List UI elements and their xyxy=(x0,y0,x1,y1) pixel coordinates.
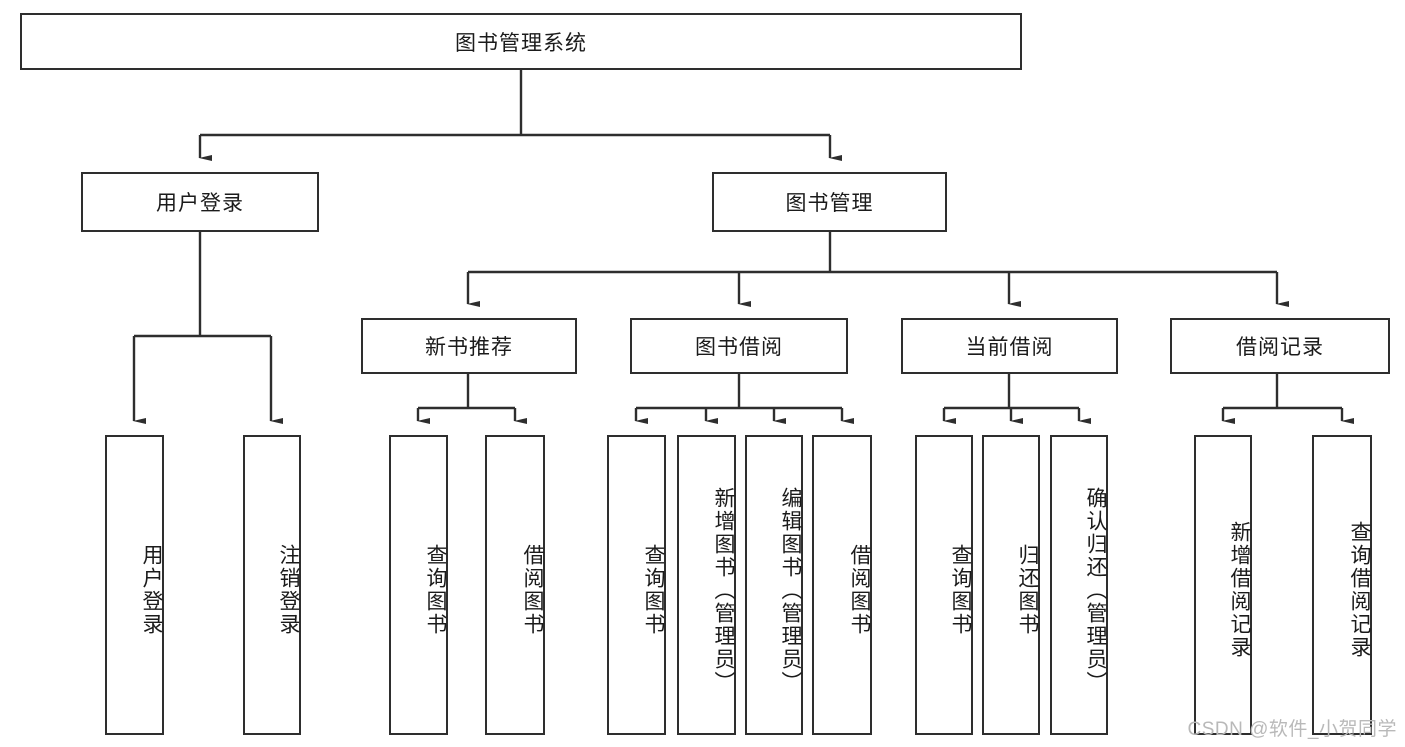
node-leaf-user-login[interactable]: 用户登录 xyxy=(105,435,164,735)
node-leaf-add-book-admin-label: 新增图书（管理员） xyxy=(712,486,735,694)
node-book-borrow[interactable]: 图书借阅 xyxy=(630,318,848,374)
node-leaf-return-book-label: 归还图书 xyxy=(1016,544,1039,636)
node-leaf-confirm-return-label: 确认归还（管理员） xyxy=(1084,486,1107,694)
node-current-borrow-label: 当前借阅 xyxy=(965,336,1054,359)
node-user-login[interactable]: 用户登录 xyxy=(81,172,319,232)
node-leaf-add-borrow-record-label: 新增借阅记录 xyxy=(1228,521,1251,659)
node-book-management-label: 图书管理 xyxy=(785,192,874,215)
watermark: CSDN @软件_小贺同学 xyxy=(1187,719,1397,740)
node-new-book-recommend[interactable]: 新书推荐 xyxy=(361,318,577,374)
node-leaf-edit-book-admin[interactable]: 编辑图书（管理员） xyxy=(745,435,803,735)
node-leaf-borrow-book-label: 借阅图书 xyxy=(848,544,871,636)
node-leaf-logout-login-label: 注销登录 xyxy=(277,544,300,636)
node-leaf-borrow-book-rec[interactable]: 借阅图书 xyxy=(485,435,545,735)
node-new-book-recommend-label: 新书推荐 xyxy=(425,336,513,359)
node-leaf-query-book-current[interactable]: 查询图书 xyxy=(915,435,973,735)
node-user-login-label: 用户登录 xyxy=(156,192,244,215)
node-root-label: 图书管理系统 xyxy=(455,31,587,55)
node-leaf-query-book-current-label: 查询图书 xyxy=(949,544,972,636)
node-leaf-logout-login[interactable]: 注销登录 xyxy=(243,435,301,735)
node-leaf-borrow-book-rec-label: 借阅图书 xyxy=(521,544,544,636)
node-current-borrow[interactable]: 当前借阅 xyxy=(901,318,1118,374)
node-book-management[interactable]: 图书管理 xyxy=(712,172,947,232)
node-leaf-edit-book-admin-label: 编辑图书（管理员） xyxy=(779,486,802,694)
node-leaf-query-borrow-record[interactable]: 查询借阅记录 xyxy=(1312,435,1372,735)
node-leaf-add-book-admin[interactable]: 新增图书（管理员） xyxy=(677,435,736,735)
node-leaf-query-book-borrow[interactable]: 查询图书 xyxy=(607,435,666,735)
node-leaf-return-book[interactable]: 归还图书 xyxy=(982,435,1040,735)
node-leaf-query-book-borrow-label: 查询图书 xyxy=(642,544,665,636)
node-borrow-record-label: 借阅记录 xyxy=(1236,336,1324,359)
node-leaf-query-book-rec-label: 查询图书 xyxy=(424,544,447,636)
node-leaf-confirm-return[interactable]: 确认归还（管理员） xyxy=(1050,435,1108,735)
node-leaf-query-book-rec[interactable]: 查询图书 xyxy=(389,435,448,735)
node-leaf-query-borrow-record-label: 查询借阅记录 xyxy=(1348,521,1371,659)
node-leaf-add-borrow-record[interactable]: 新增借阅记录 xyxy=(1194,435,1252,735)
node-leaf-user-login-label: 用户登录 xyxy=(140,544,163,636)
node-borrow-record[interactable]: 借阅记录 xyxy=(1170,318,1390,374)
node-root[interactable]: 图书管理系统 xyxy=(20,13,1022,70)
node-book-borrow-label: 图书借阅 xyxy=(695,336,783,359)
node-leaf-borrow-book[interactable]: 借阅图书 xyxy=(812,435,872,735)
